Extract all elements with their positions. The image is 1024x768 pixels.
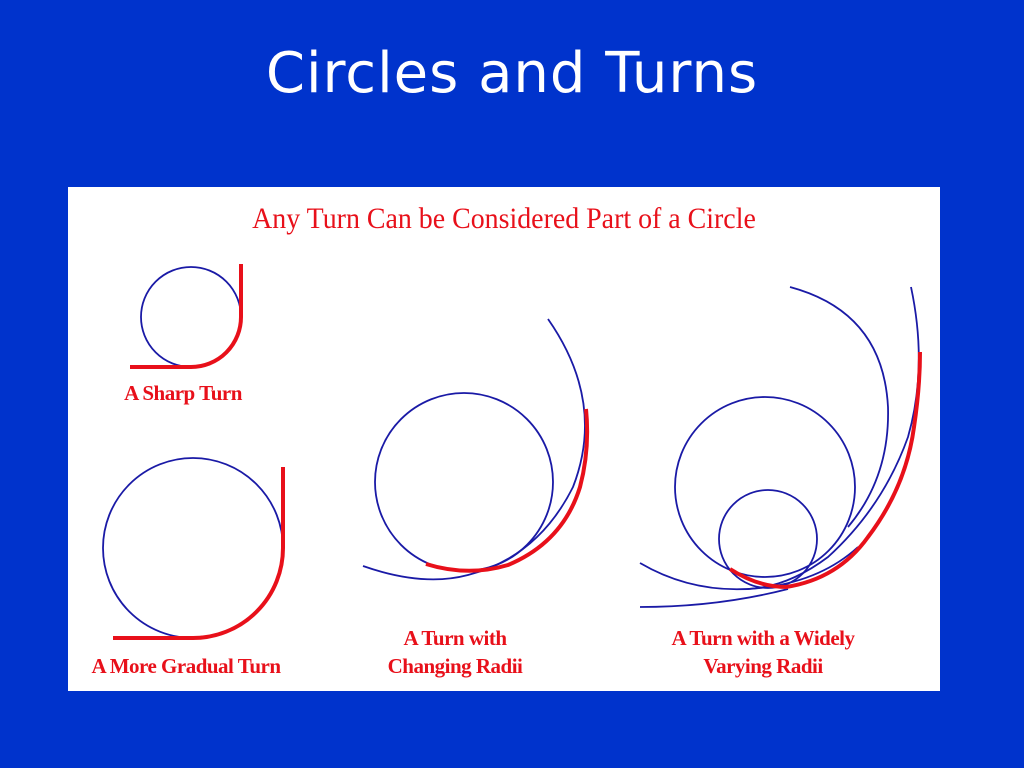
caption-sharp-turn: A Sharp Turn — [124, 381, 242, 405]
varying-radii-diagram — [639, 286, 922, 608]
sharp-turn-diagram — [130, 264, 243, 369]
caption-varying-radii-line2: Varying Radii — [703, 654, 823, 678]
caption-gradual-turn: A More Gradual Turn — [91, 654, 281, 678]
changing-radii-diagram — [362, 318, 590, 581]
diagram-panel: Any Turn Can be Considered Part of a Cir… — [68, 187, 940, 691]
varying-radii-turn-path — [728, 351, 922, 590]
varying-radii-sweep-arc-2 — [639, 588, 789, 608]
caption-varying-radii: A Turn with a Widely Varying Radii — [638, 624, 888, 680]
varying-radii-largest-arc — [747, 286, 920, 590]
caption-changing-radii-line1: A Turn with — [403, 626, 507, 650]
varying-radii-medium-circle — [674, 396, 856, 578]
changing-radii-outer-arc — [362, 318, 586, 581]
caption-varying-radii-line1: A Turn with a Widely — [671, 626, 855, 650]
varying-radii-large-arc — [789, 286, 889, 528]
varying-radii-small-circle — [718, 489, 818, 589]
gradual-turn-diagram — [102, 457, 285, 640]
sharp-turn-path — [130, 264, 243, 369]
caption-changing-radii: A Turn with Changing Radii — [350, 624, 560, 680]
changing-radii-turn-path — [425, 408, 590, 573]
changing-radii-circle — [374, 392, 554, 572]
turn-diagrams — [102, 264, 922, 640]
slide-title: Circles and Turns — [265, 41, 759, 106]
caption-changing-radii-line2: Changing Radii — [387, 654, 523, 678]
panel-heading: Any Turn Can be Considered Part of a Cir… — [252, 202, 756, 235]
gradual-turn-path — [113, 467, 285, 640]
